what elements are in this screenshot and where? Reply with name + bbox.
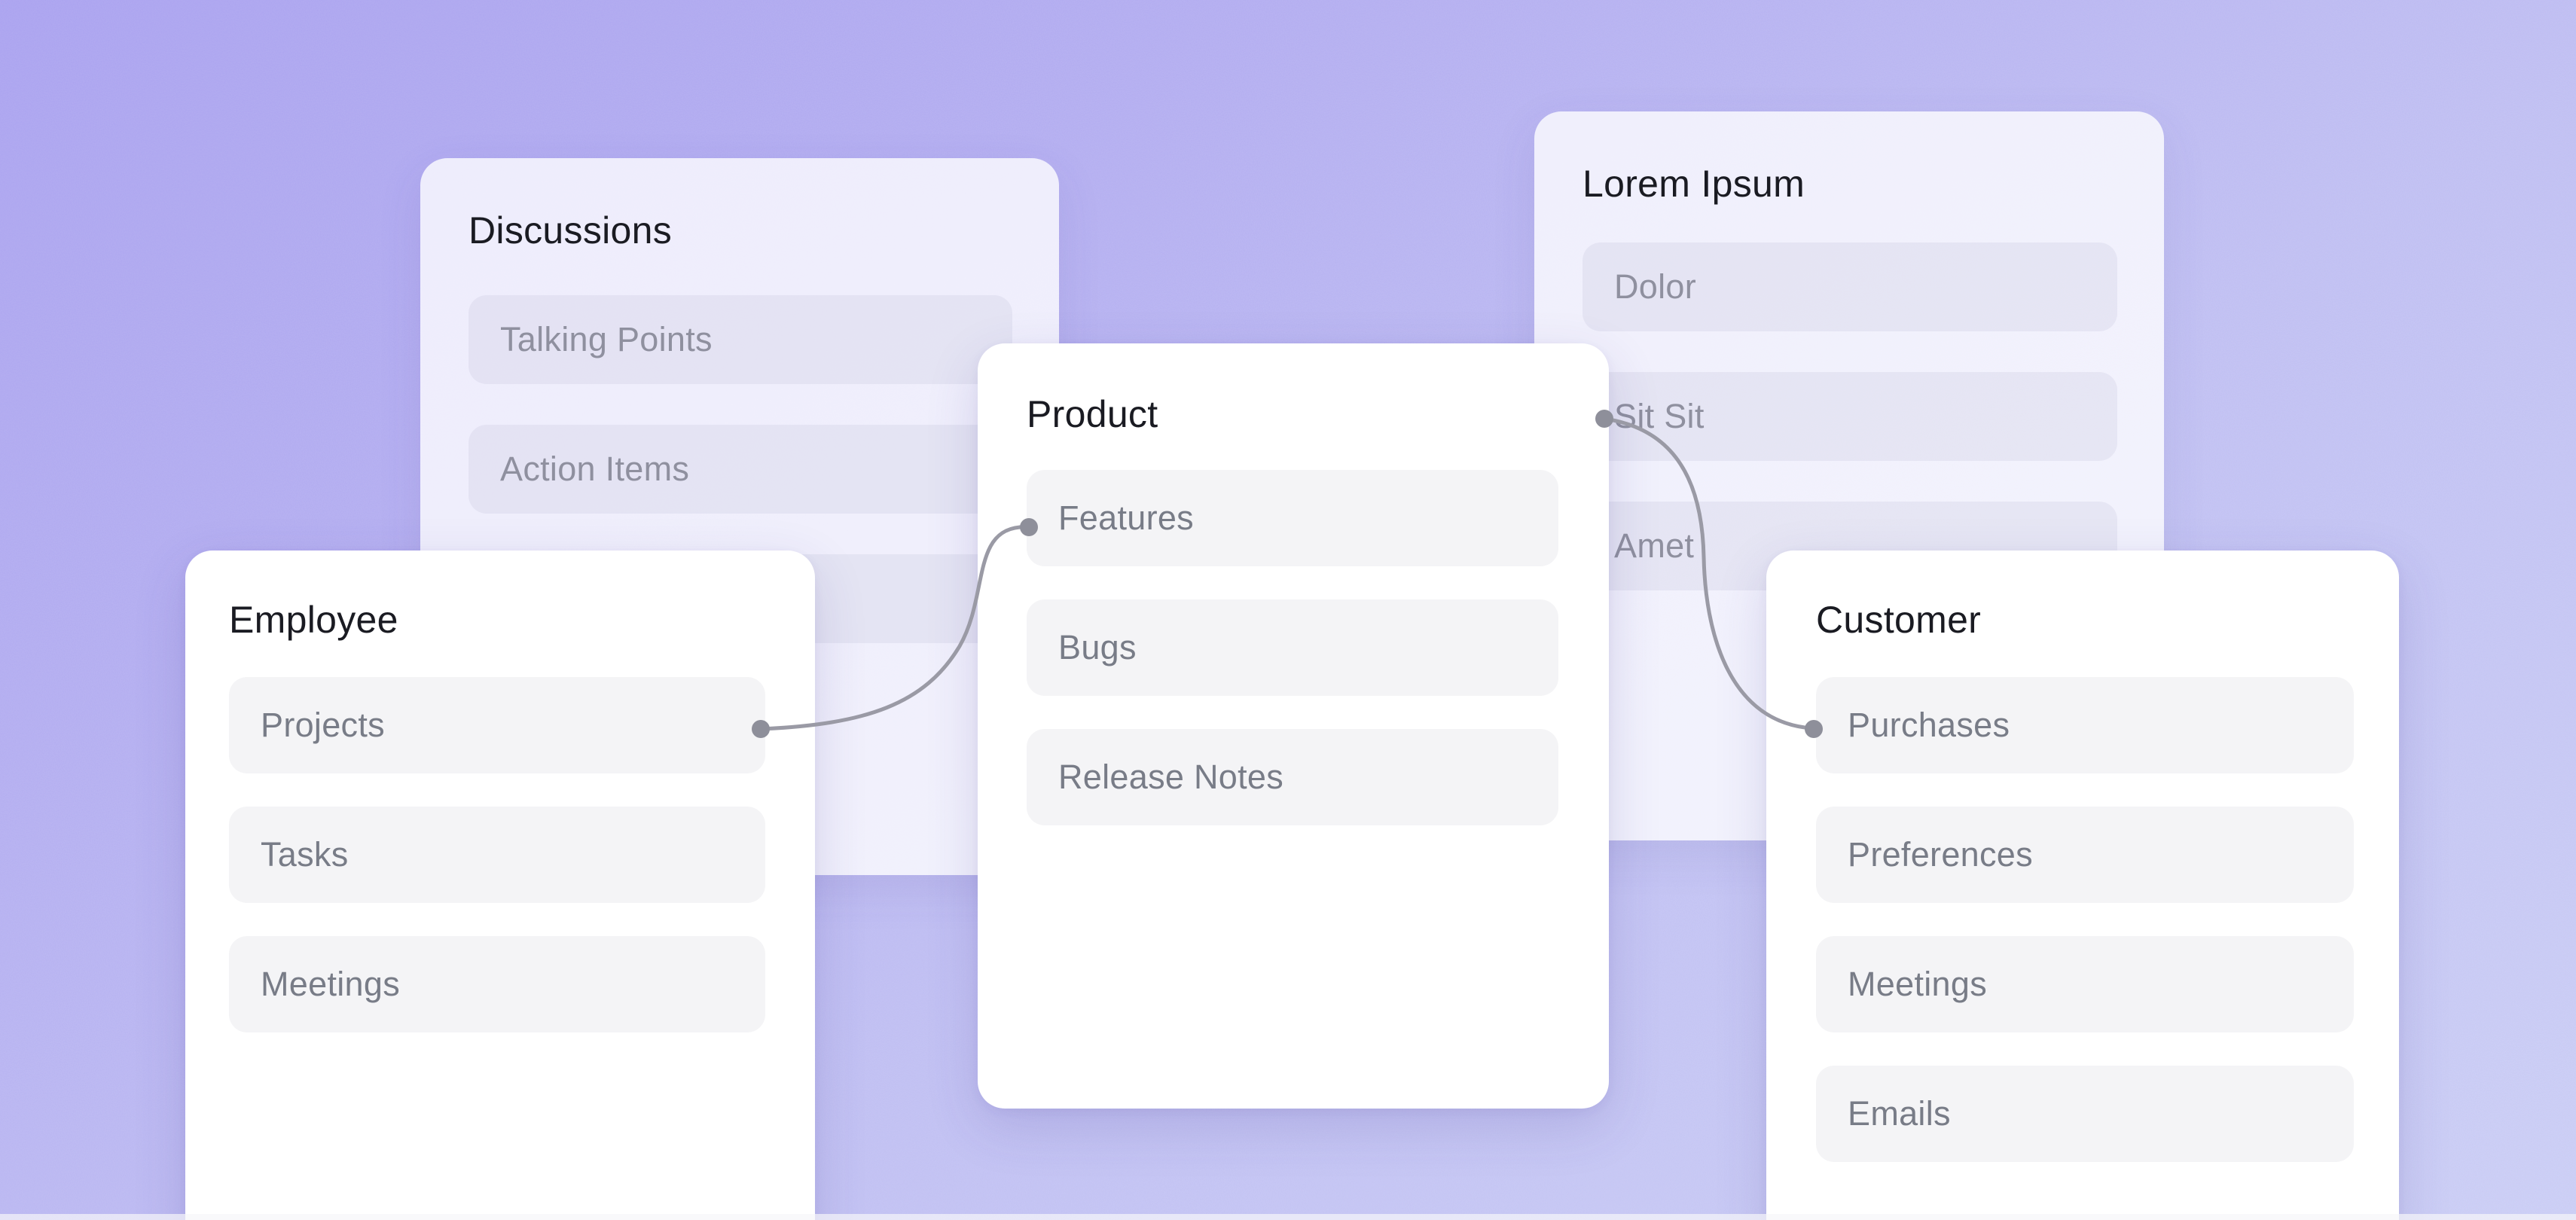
list-item-label: Features (1058, 499, 1194, 537)
list-item-label: Preferences (1848, 835, 2033, 874)
list-item: Preferences (1816, 807, 2354, 903)
list-item-label: Purchases (1848, 706, 2010, 744)
card-employee: Employee Projects Tasks Meetings (185, 551, 815, 1220)
list-item: Talking Points (469, 295, 1012, 384)
list-item: Emails (1816, 1066, 2354, 1162)
list-item: Purchases (1816, 677, 2354, 773)
list-item: Projects (229, 677, 765, 773)
list-item: Meetings (1816, 936, 2354, 1032)
list-item-label: Projects (261, 706, 385, 744)
card-item-list: Features Bugs Release Notes (1027, 470, 1558, 825)
list-item: Tasks (229, 807, 765, 903)
card-item-list: Projects Tasks Meetings (229, 677, 765, 1032)
list-item-label: Action Items (500, 450, 690, 488)
list-item-label: Meetings (261, 965, 400, 1003)
list-item-label: Emails (1848, 1094, 1951, 1133)
card-item-list: Purchases Preferences Meetings Emails (1816, 677, 2354, 1162)
list-item-label: Dolor (1614, 267, 1697, 306)
list-item-label: Tasks (261, 835, 349, 874)
list-item: Release Notes (1027, 729, 1558, 825)
card-title: Customer (1816, 599, 1982, 641)
list-item-label: Amet (1614, 526, 1695, 565)
list-item-label: Bugs (1058, 628, 1137, 666)
card-title: Discussions (469, 209, 673, 252)
list-item-label: Sit Sit (1614, 397, 1705, 435)
list-item: Features (1027, 470, 1558, 566)
card-product: Product Features Bugs Release Notes (978, 343, 1609, 1109)
card-title: Employee (229, 599, 398, 641)
list-item: Meetings (229, 936, 765, 1032)
card-title: Lorem Ipsum (1583, 163, 1805, 205)
list-item: Bugs (1027, 599, 1558, 696)
list-item: Sit Sit (1583, 372, 2117, 461)
list-item: Dolor (1583, 242, 2117, 331)
list-item: Action Items (469, 425, 1012, 514)
list-item-label: Talking Points (500, 320, 713, 358)
list-item-label: Release Notes (1058, 758, 1284, 796)
card-item-list: Dolor Sit Sit Amet (1583, 242, 2117, 590)
card-title: Product (1027, 393, 1158, 435)
card-customer: Customer Purchases Preferences Meetings … (1766, 551, 2399, 1220)
list-item-label: Meetings (1848, 965, 1987, 1003)
